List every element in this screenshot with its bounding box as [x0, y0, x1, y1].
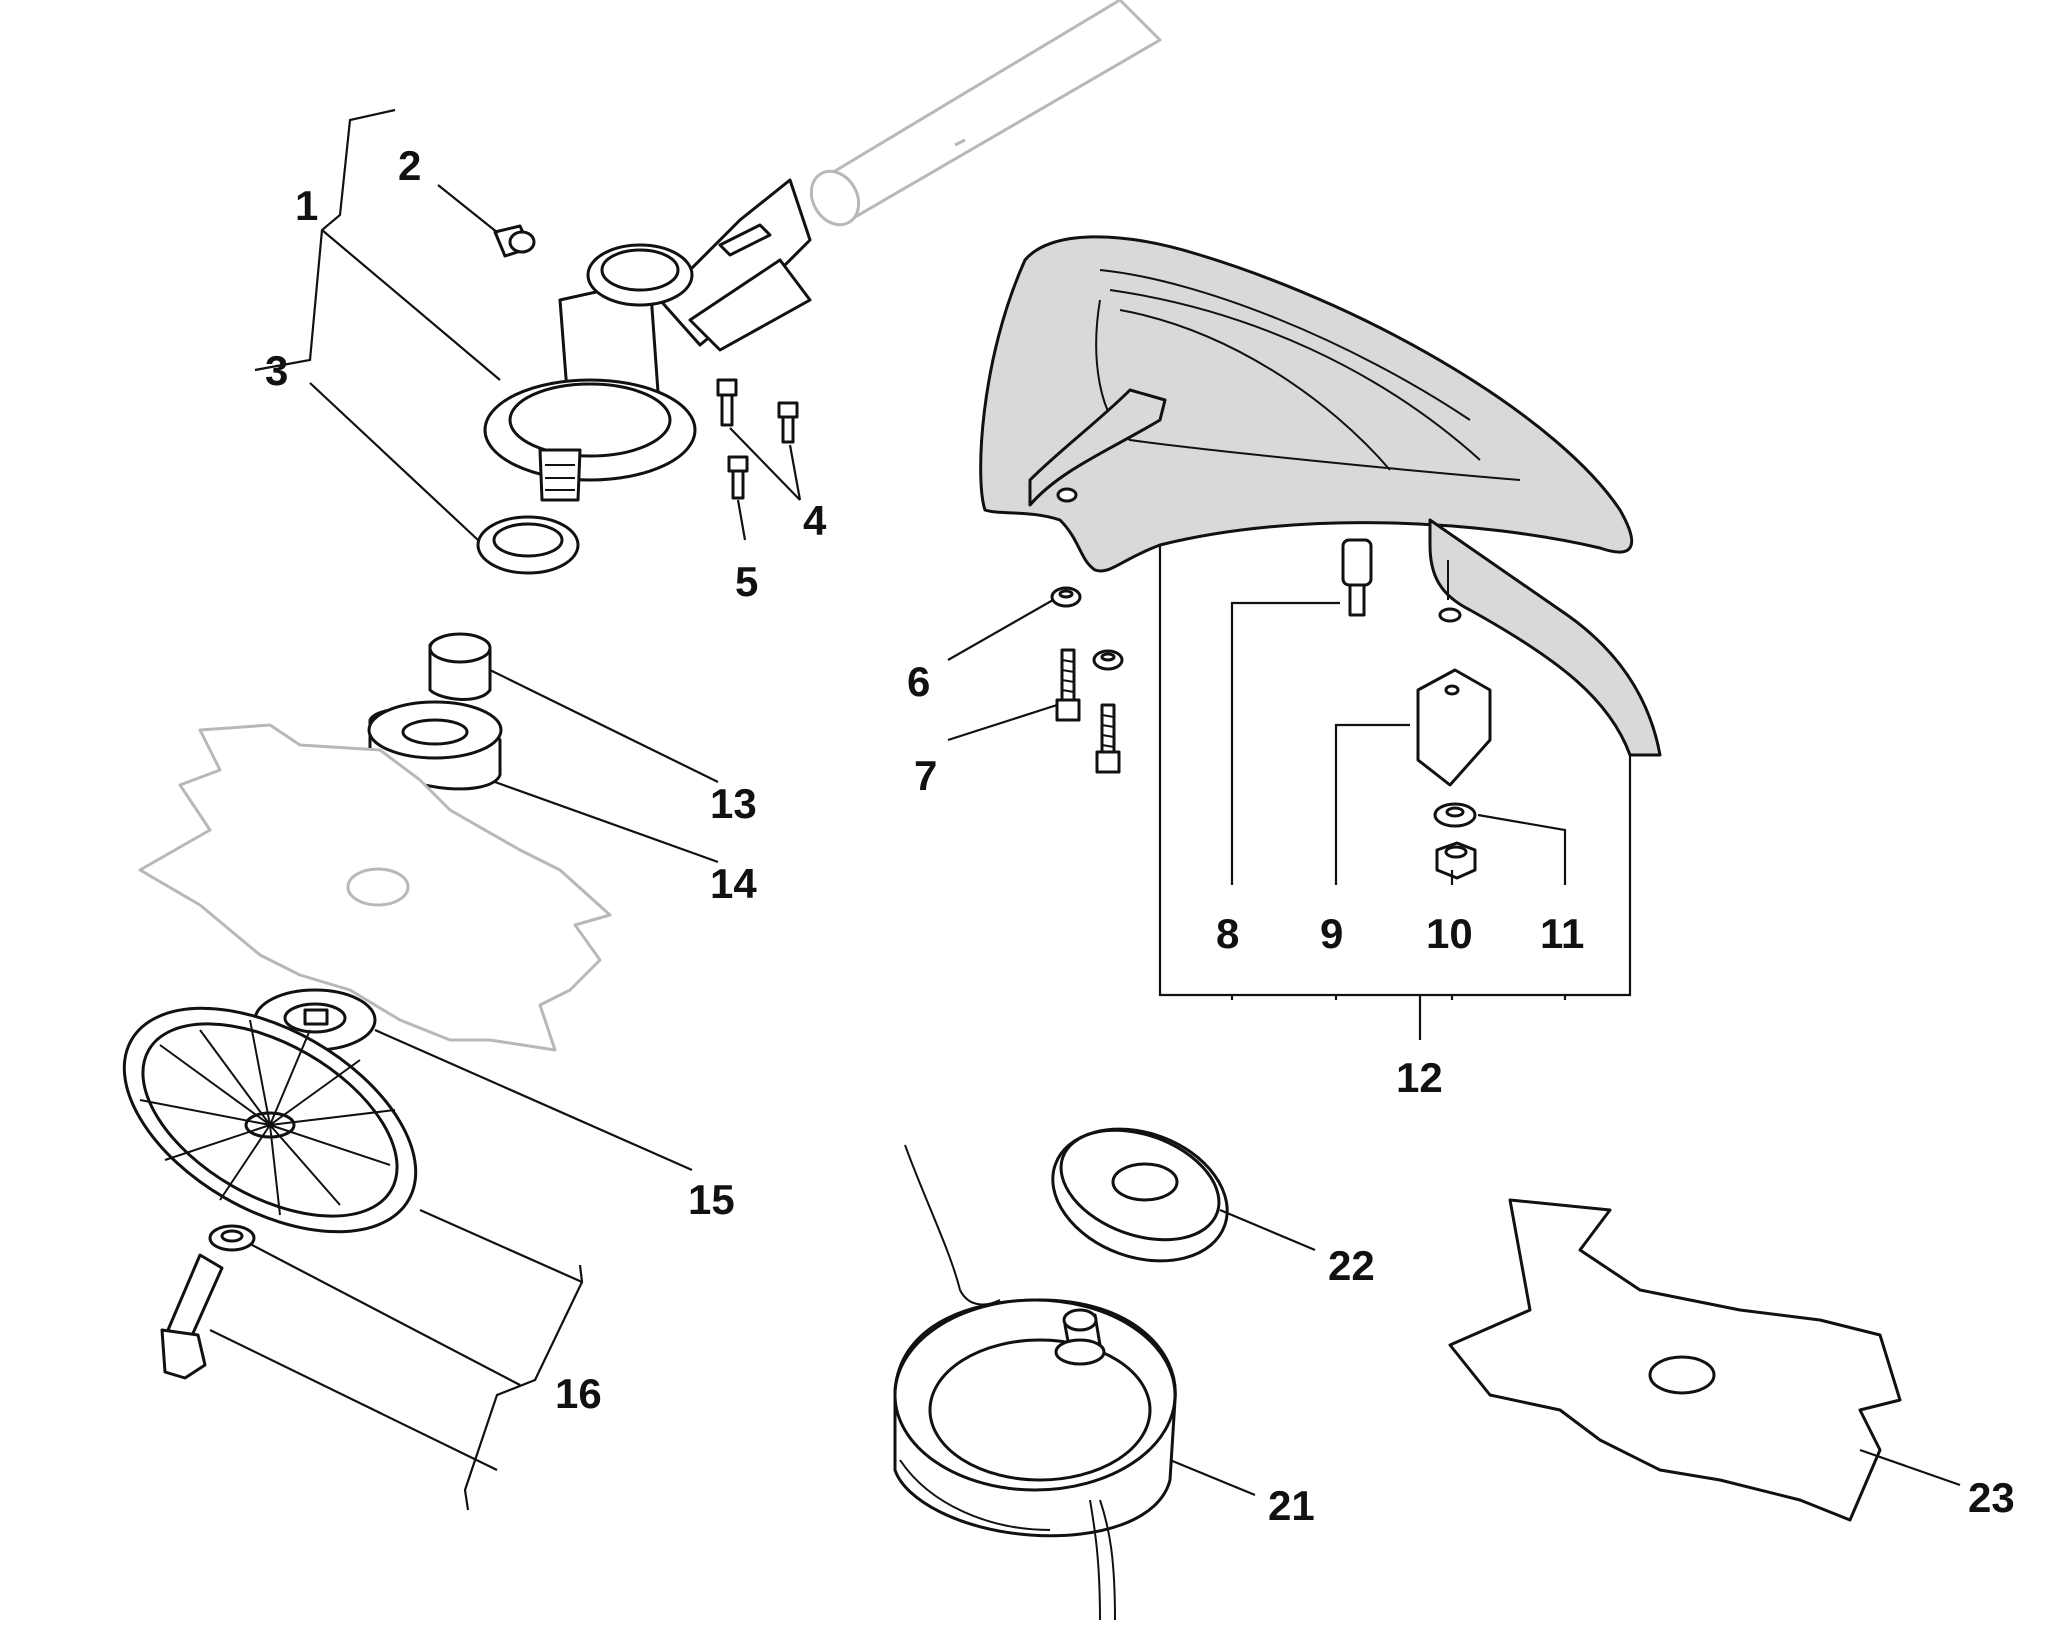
bolt-and-washer: [160, 1224, 256, 1380]
callout-2: 2: [398, 142, 421, 189]
washer-part-22: [1051, 1127, 1229, 1263]
cup-disc-part-16: [122, 1006, 418, 1234]
callout-12: 12: [1396, 1054, 1443, 1101]
callout-7: 7: [914, 752, 937, 799]
callout-14: 14: [710, 860, 757, 907]
callout-1: 1: [295, 182, 318, 229]
blade-part-23: [1448, 1198, 1902, 1522]
seal-ring-part-3: [476, 515, 580, 575]
gear-head: [483, 178, 812, 502]
callout-15: 15: [688, 1176, 735, 1223]
blade-ghost: [138, 723, 612, 1052]
callout-11: 11: [1540, 910, 1584, 957]
shaft-tube: [809, 0, 1162, 227]
callout-16: 16: [555, 1370, 602, 1417]
callout-6: 6: [907, 658, 930, 705]
callout-13: 13: [710, 780, 757, 827]
bushing-part-13: [428, 632, 492, 701]
trimmer-guard: [979, 235, 1662, 757]
guard-hardware: [1050, 538, 1492, 880]
callout-23: 23: [1968, 1474, 2015, 1521]
plug-part-2: [493, 224, 536, 258]
callout-22: 22: [1328, 1242, 1375, 1289]
callout-5: 5: [735, 558, 758, 605]
callout-8: 8: [1216, 910, 1239, 957]
callout-21: 21: [1268, 1482, 1315, 1529]
screws-part-4-5: [716, 378, 799, 500]
callout-labels: 1 2 3 4 5 6 7 8 9 10 11 12 13 14 15 16 2…: [265, 142, 2015, 1529]
callout-9: 9: [1320, 910, 1343, 957]
callout-10: 10: [1426, 910, 1473, 957]
callout-4: 4: [803, 497, 827, 544]
trimmer-head-part-21: [893, 1144, 1177, 1621]
callout-3: 3: [265, 347, 288, 394]
leader-lines: [209, 108, 1961, 1511]
